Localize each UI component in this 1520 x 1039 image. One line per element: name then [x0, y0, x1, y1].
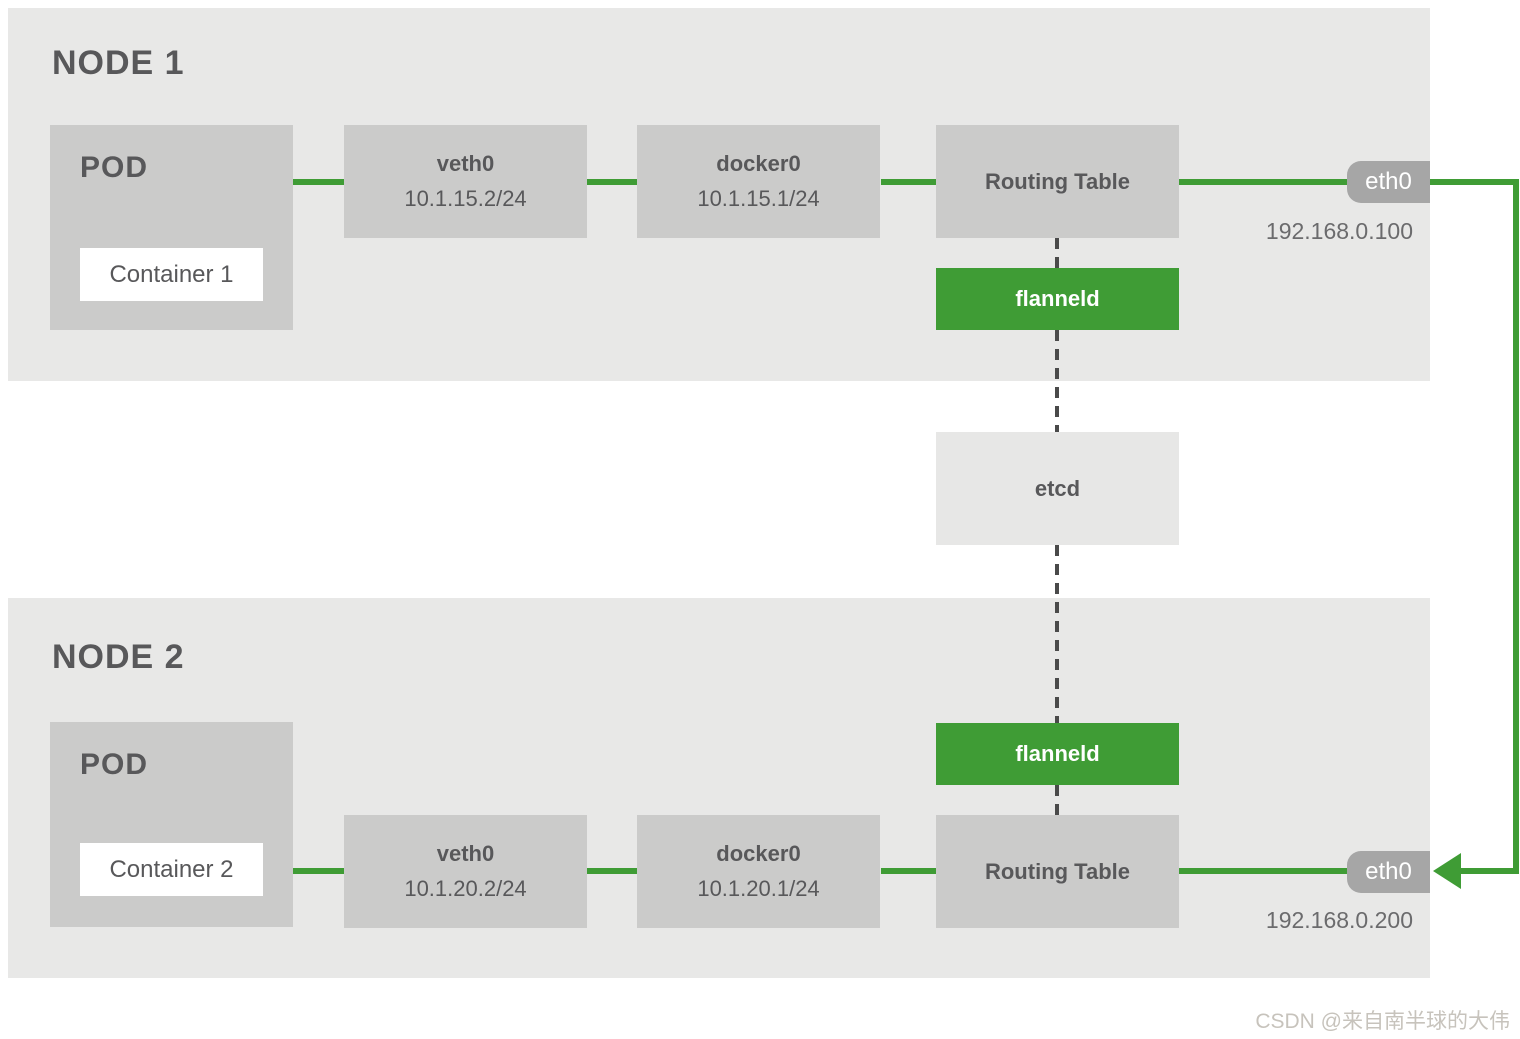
node2-routing-table-box: Routing Table [936, 815, 1179, 928]
node2-container-box: Container 2 [80, 843, 263, 896]
link-pod2-veth0 [293, 868, 344, 874]
node2-title: NODE 2 [52, 638, 185, 676]
link-docker0-routing-node2 [881, 868, 936, 874]
node1-eth0-ip: 192.168.0.100 [1265, 218, 1413, 244]
node2-flanneld-label: flanneld [1015, 741, 1100, 766]
etcd-box: etcd [936, 432, 1179, 545]
node1-docker0-name: docker0 [716, 151, 801, 176]
link-in-eth0-node2 [1455, 868, 1519, 874]
node1-docker0-box: docker0 10.1.15.1/24 [637, 125, 880, 238]
link-pod1-veth0 [293, 179, 344, 185]
node1-eth0-label: eth0 [1365, 168, 1412, 195]
node1-veth0-ip: 10.1.15.2/24 [404, 186, 527, 211]
node2-pod-box: POD Container 2 [50, 722, 293, 927]
link-veth0-docker0-node2 [587, 868, 637, 874]
node1-eth0-tab: eth0 [1347, 161, 1430, 203]
node1-title: NODE 1 [52, 44, 185, 82]
etcd-label: etcd [1034, 475, 1081, 501]
node1-flanneld-box: flanneld [936, 268, 1179, 330]
node2-docker0-ip: 10.1.20.1/24 [697, 876, 820, 901]
node1-flanneld-label: flanneld [1015, 286, 1100, 311]
node2-veth0-name: veth0 [436, 841, 495, 866]
dash-etcd-flanneld2 [1055, 545, 1059, 723]
node2-container-label: Container 2 [109, 855, 234, 883]
node2-routing-table-label: Routing Table [984, 858, 1131, 884]
node1-pod-label: POD [80, 151, 149, 184]
node1-routing-table-label: Routing Table [984, 168, 1131, 194]
node1-pod-box: POD Container 1 [50, 125, 293, 330]
link-node1-to-node2-trunk [1513, 179, 1519, 874]
dash-flanneld2-routing2 [1055, 785, 1059, 815]
node2-pod-label: POD [80, 748, 149, 781]
node2-docker0-box: docker0 10.1.20.1/24 [637, 815, 880, 928]
node1-veth0-name: veth0 [436, 151, 495, 176]
node1-docker0-ip: 10.1.15.1/24 [697, 186, 820, 211]
dash-routing1-flanneld1 [1055, 238, 1059, 268]
node2-veth0-box: veth0 10.1.20.2/24 [344, 815, 587, 928]
node2-eth0-ip: 192.168.0.200 [1265, 907, 1413, 933]
link-routing-eth0-node2 [1179, 868, 1347, 874]
link-veth0-docker0-node1 [587, 179, 637, 185]
node1-veth0-box: veth0 10.1.15.2/24 [344, 125, 587, 238]
node2-veth0-ip: 10.1.20.2/24 [404, 876, 527, 901]
node1-container-label: Container 1 [109, 260, 234, 288]
node2-eth0-tab: eth0 [1347, 851, 1430, 893]
node2-docker0-name: docker0 [716, 841, 801, 866]
dash-flanneld1-etcd [1055, 330, 1059, 432]
link-eth0-out-node1 [1430, 179, 1519, 185]
link-routing-eth0-node1 [1179, 179, 1347, 185]
node2-flanneld-box: flanneld [936, 723, 1179, 785]
link-docker0-routing-node1 [881, 179, 936, 185]
node1-routing-table-box: Routing Table [936, 125, 1179, 238]
csdn-watermark: CSDN @来自南半球的大伟 [1255, 1010, 1510, 1033]
node2-eth0-label: eth0 [1365, 858, 1412, 885]
arrow-left-icon [1433, 853, 1461, 889]
node1-container-box: Container 1 [80, 248, 263, 301]
